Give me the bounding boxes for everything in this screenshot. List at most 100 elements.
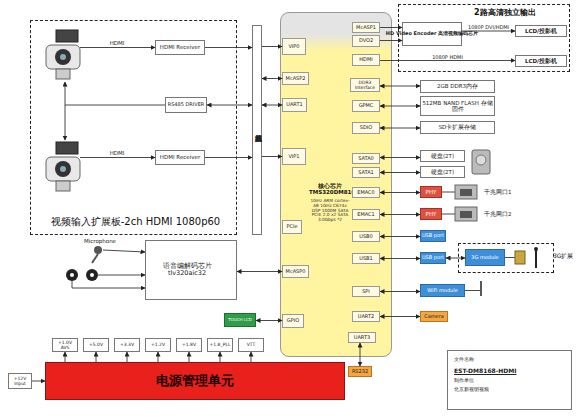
receiver-box: HDMI Receiver: [155, 40, 205, 55]
audio-jack-hole: [90, 273, 94, 277]
rs485-wire: [65, 82, 66, 140]
node-text: HDMI: [359, 57, 372, 63]
antenna-icon: [480, 281, 482, 296]
output-group: 2路高清独立输出HD Video Encoder 高清视频编码芯片LCD/投影机…: [398, 4, 570, 72]
node-text: USB port: [422, 255, 444, 261]
node-text: USB1: [359, 256, 372, 262]
connector-arrow: [380, 157, 420, 158]
connector-arrow: [380, 27, 402, 28]
node-text: 2路高清独立输出: [474, 8, 569, 17]
connector-arrow: [256, 320, 282, 321]
camera-body: [46, 45, 80, 69]
node-text: RS485 DRIVER: [168, 102, 205, 108]
ethernet-wire: [442, 192, 455, 193]
node-text: DVO2: [359, 38, 373, 44]
node-text: SDIO: [360, 125, 372, 131]
sim-wire: [505, 257, 515, 258]
audio-jack: [86, 269, 98, 281]
antenna-wire: [465, 290, 480, 291]
node-text: DDR3 Interface: [351, 80, 379, 90]
node-text: 语音编解码芯片 tlv320aic32: [146, 263, 228, 278]
chip-port: VIP1: [282, 148, 306, 165]
connector-arrow: [65, 352, 66, 362]
connector-arrow: [207, 105, 252, 106]
title-block: 文件名称EST-DM8168-HDMI制作单位北京新视明视频: [447, 350, 572, 410]
camera-body: [46, 157, 80, 181]
audio-wire: [98, 275, 145, 276]
free-label: Microphone: [84, 238, 116, 244]
connector-arrow: [380, 192, 420, 193]
node-text: LCD/投影机: [525, 28, 557, 34]
connector-arrow: [96, 352, 97, 362]
chip-port: EMAC1: [352, 209, 380, 220]
connector-arrow: [380, 316, 420, 317]
node-text: 2GB DDR3内存: [437, 83, 478, 89]
voltage-box: +1.0V AVS: [52, 338, 78, 352]
ethernet-jack: [455, 207, 477, 221]
node-text: 视频输入扩展板-2ch HDMI 1080p60: [35, 216, 236, 228]
free-label: HDMI: [110, 40, 125, 46]
node-text: GPMC: [359, 103, 374, 109]
connector-arrow: [462, 31, 515, 32]
power-unit: 电源管理单元: [45, 362, 345, 400]
node-text: EMAC1: [357, 212, 374, 218]
ethernet-port: [460, 189, 472, 196]
antenna-tip: [534, 247, 538, 251]
microphone-icon: [94, 246, 102, 254]
node-text: 制作单位: [454, 376, 565, 386]
ethernet-jack: [455, 185, 477, 199]
node-text: PHY: [426, 189, 437, 195]
connector-arrow: [446, 258, 465, 259]
usb-box: USB port: [420, 252, 446, 264]
chip-port: EMAC0: [352, 187, 380, 198]
voltage-box: +3.3V: [114, 338, 140, 352]
chip-port: SPI: [352, 286, 380, 297]
expansion-group: 3G扩展3G module: [458, 243, 554, 273]
driver-box: RS485 DRIVER: [165, 97, 207, 113]
disk-box: 硬盘(2T): [420, 150, 465, 162]
memory-box: SD卡扩展存储: [420, 121, 495, 134]
camera-lens: [55, 161, 71, 177]
audio-jack-hole: [70, 273, 74, 277]
chip-port: SDIO: [352, 122, 380, 134]
chip-port: VIP0: [282, 38, 306, 55]
connector-arrow: [380, 236, 420, 237]
memory-box: 512MB NAND FLASH 存储固件: [420, 96, 495, 116]
chip-port: UART3: [348, 332, 376, 343]
free-label: 千兆网口1: [484, 189, 512, 196]
node-text: RS232: [352, 369, 368, 375]
camera-base: [56, 181, 70, 191]
node-text: 核心芯片 TMS320DM8168: [309, 183, 351, 196]
node-text: 文件名称: [454, 355, 565, 365]
node-text: USB port: [422, 233, 444, 239]
node-text: GPIO: [287, 318, 299, 324]
connector-arrow: [189, 352, 190, 362]
node-text: +1.0V AVS: [53, 340, 77, 350]
node-text: EMAC0: [357, 190, 374, 196]
node-text: SD卡扩展存储: [439, 124, 477, 130]
codec-box: 语音编解码芯片 tlv320aic32: [145, 240, 237, 300]
node-text: USB0: [359, 234, 372, 240]
rs485-wire: [65, 105, 165, 106]
node-text: Camera: [424, 314, 444, 320]
connector-arrow: [262, 156, 282, 157]
connector-arrow: [380, 86, 420, 87]
hard-disk-platter: [476, 155, 486, 165]
audio-jack: [66, 269, 78, 281]
node-text: 3G module: [471, 255, 498, 261]
node-text: PHY: [426, 211, 437, 217]
expansion-board: 视频输入扩展板-2ch HDMI 1080p60 HDMI ReceiverRS4…: [30, 20, 237, 235]
free-label: 千兆网口2: [484, 211, 512, 218]
hdmi-wire: [80, 157, 155, 158]
voltage-box: +5.0V: [83, 338, 109, 352]
node-text: +1.2V: [151, 342, 165, 347]
audio-wire: [72, 281, 145, 288]
node-text: UART3: [354, 335, 370, 341]
node-text: HD Video Encoder 高清视频编码芯片: [386, 31, 478, 37]
connector-arrow: [380, 106, 420, 107]
connector-arrow: [380, 291, 420, 292]
antenna-icon: [535, 250, 537, 268]
connector-arrow: [237, 271, 282, 272]
camera-lens-glass: [60, 54, 66, 60]
